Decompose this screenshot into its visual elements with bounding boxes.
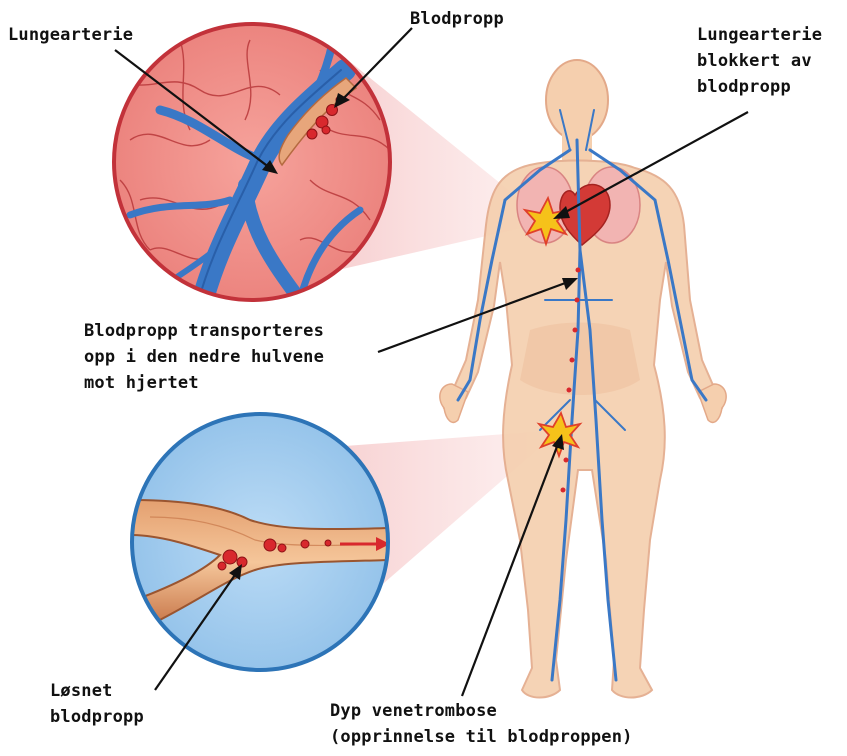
label-clot-transport-line-2: opp i den nedre hulvene — [84, 344, 324, 370]
label-clot-transport-line-1: Blodpropp transporteres — [84, 318, 324, 344]
label-clot: Blodpropp — [410, 6, 504, 32]
label-pulmonary-blocked: Lungearterie blokkert av blodpropp — [697, 22, 822, 100]
label-loosened-clot: Løsnet blodpropp — [50, 678, 144, 730]
label-dvt-line-1: Dyp venetrombose — [330, 698, 633, 724]
label-pulmonary-blocked-line-2: blokkert av — [697, 48, 822, 74]
label-clot-transport-line-3: mot hjertet — [84, 370, 324, 396]
label-clot-transport: Blodpropp transporteres opp i den nedre … — [84, 318, 324, 396]
label-loosened-clot-line-1: Løsnet — [50, 678, 144, 704]
label-pulmonary-artery: Lungearterie — [8, 22, 133, 48]
label-pulmonary-blocked-line-1: Lungearterie — [697, 22, 822, 48]
human-body — [440, 60, 726, 698]
label-loosened-clot-line-2: blodpropp — [50, 704, 144, 730]
label-pulmonary-blocked-line-3: blodpropp — [697, 74, 822, 100]
vein-clot-closeup — [130, 414, 390, 670]
label-dvt-line-2: (opprinnelse til blodproppen) — [330, 724, 633, 750]
label-dvt: Dyp venetrombose (opprinnelse til blodpr… — [330, 698, 633, 750]
